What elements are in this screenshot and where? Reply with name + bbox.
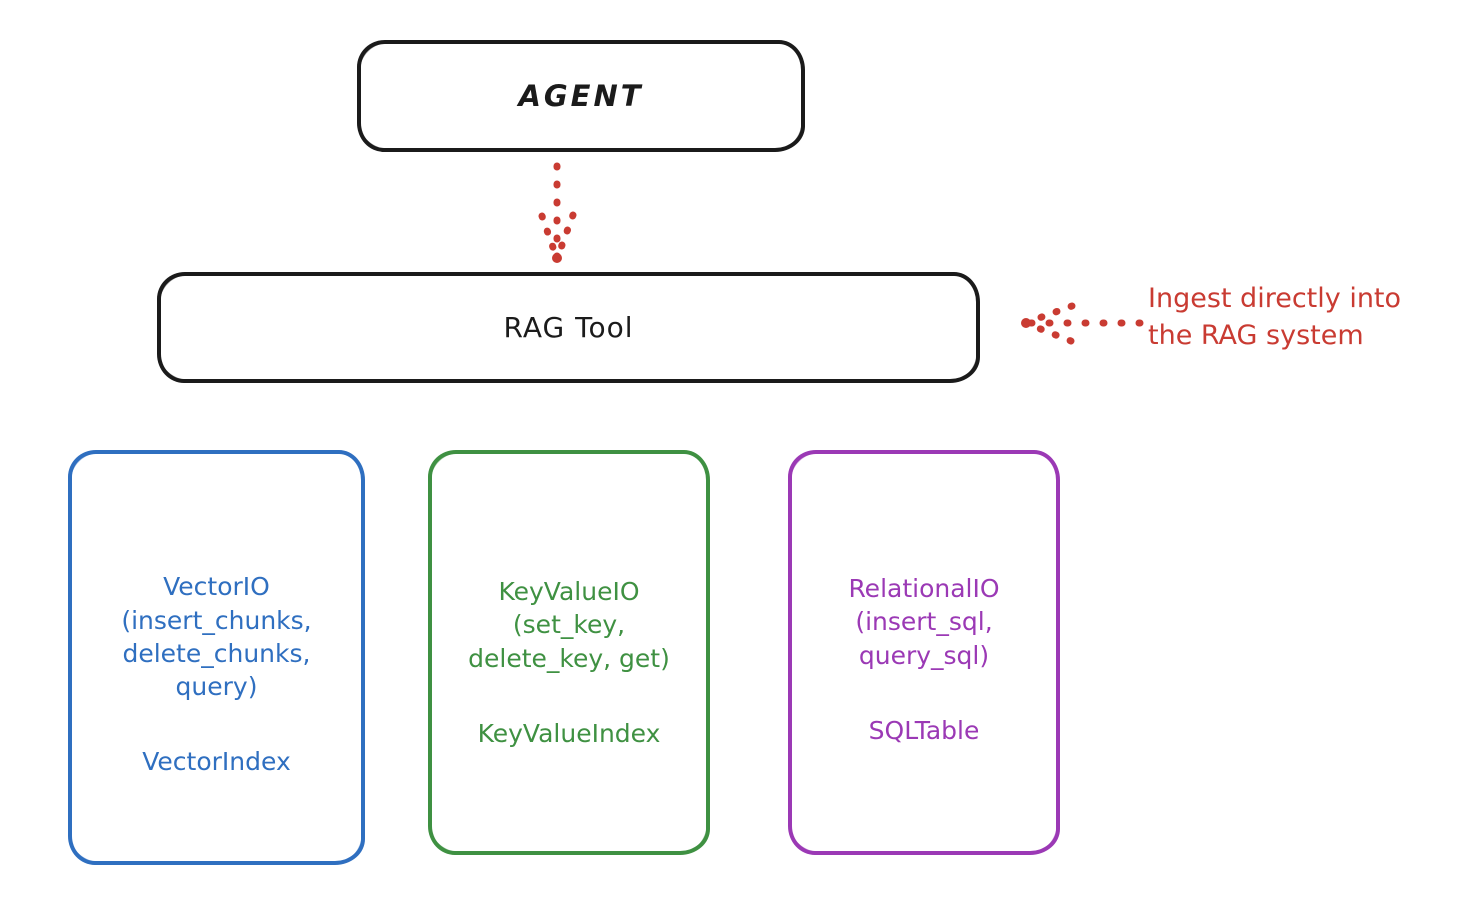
key-value-index-label: KeyValueIndex: [477, 718, 661, 748]
key-value-io-title: KeyValueIO (set_key, delete_key, get): [468, 577, 670, 673]
agent-label: AGENT: [518, 79, 644, 113]
vector-io-title: VectorIO (insert_chunks, delete_chunks, …: [121, 572, 312, 702]
key-value-io-node[interactable]: KeyValueIO (set_key, delete_key, get) Ke…: [428, 450, 710, 855]
sql-table-label: SQLTable: [868, 715, 980, 745]
vector-io-node[interactable]: VectorIO (insert_chunks, delete_chunks, …: [68, 450, 365, 865]
relational-io-title: RelationalIO (insert_sql, query_sql): [848, 574, 1000, 670]
rag-tool-node[interactable]: RAG Tool: [157, 272, 980, 383]
vector-index-label: VectorIndex: [142, 747, 291, 777]
ingest-arrow: [1021, 302, 1144, 345]
agent-to-rag-arrow: [538, 162, 577, 263]
relational-io-node[interactable]: RelationalIO (insert_sql, query_sql) SQL…: [788, 450, 1060, 855]
rag-tool-label: RAG Tool: [503, 311, 634, 344]
ingest-annotation: Ingest directly into the RAG system: [1148, 283, 1402, 352]
agent-node[interactable]: AGENT: [357, 40, 805, 152]
